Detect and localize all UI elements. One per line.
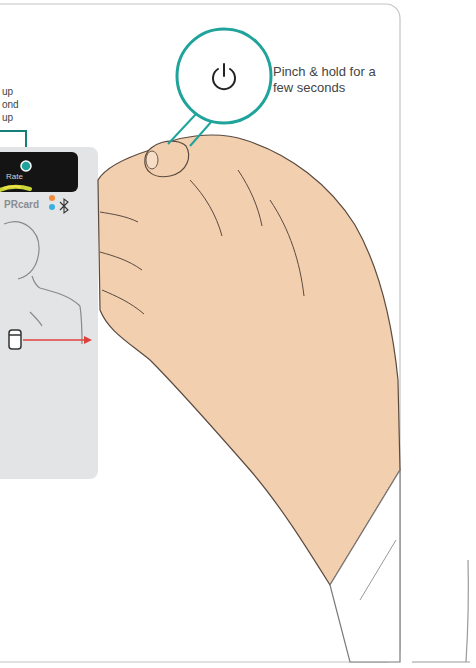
next-panel-figure [466,560,468,662]
sleeve-fold [360,540,396,600]
red-arrow [23,339,84,341]
rate-glow-core [4,186,20,188]
red-arrow-head [84,336,92,344]
cpr-card [0,147,98,479]
status-led-orange [49,195,55,201]
panel-frame [0,4,400,662]
status-led-blue [49,204,55,210]
cropped-note: up [2,86,13,98]
bluetooth-symbol [60,199,68,213]
brand-label: PRcard [4,199,39,211]
magnifier-circle [177,29,271,123]
hand-creases [190,170,304,296]
cropped-note: ond [2,99,19,111]
card-display [0,152,78,192]
zoom-line [190,121,212,146]
device-icon [9,330,21,349]
next-panel-edge [412,661,470,662]
thumb [145,141,189,177]
person-body [30,306,82,344]
finger-lines [100,212,144,314]
person-shoulder [32,276,80,306]
hand [98,135,400,585]
sleeve [330,470,400,662]
cropped-note: up [2,112,13,124]
thumbnail [146,151,158,169]
instruction-text: Pinch & hold for a few seconds [273,64,385,95]
device-icon-line [9,334,21,336]
rate-glow [0,187,30,190]
zoom-line [168,114,196,144]
person-head [4,222,39,279]
indicator-dot [21,161,31,171]
power-symbol-bar [223,64,225,76]
rate-label: Rate [6,172,23,182]
